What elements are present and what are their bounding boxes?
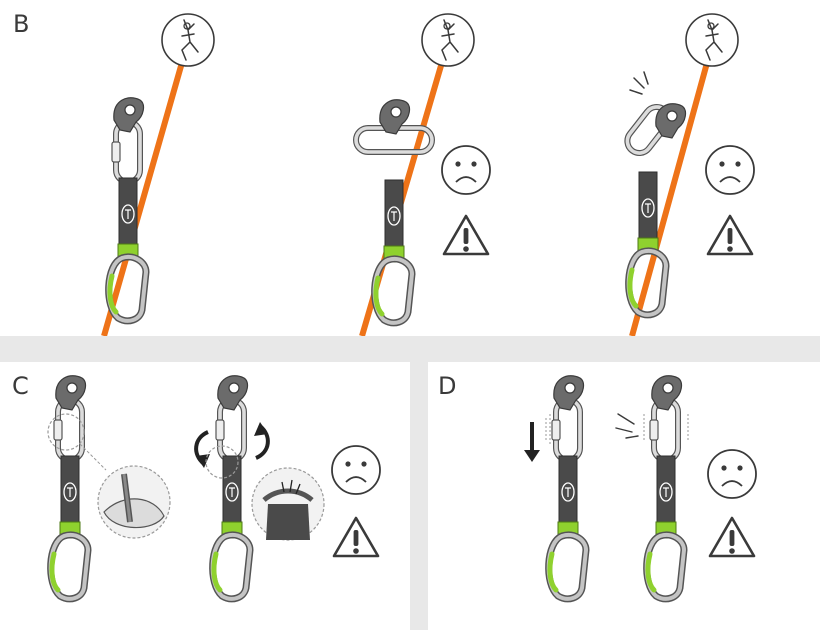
quickdraw-lever — [624, 103, 687, 315]
impact-lines-icon — [629, 71, 649, 95]
panel-d-illustration — [524, 362, 757, 630]
panel-label-b: B — [13, 10, 30, 38]
sad-face-icon — [707, 449, 757, 499]
rope — [101, 51, 188, 336]
warning-triangle-icon — [332, 516, 380, 558]
panel-b: B — [0, 0, 820, 336]
magnifier-circle-icon — [97, 465, 171, 539]
panel-d: D — [428, 362, 820, 630]
rope — [629, 51, 713, 336]
panel-c: C — [0, 362, 410, 630]
detail-callout-marker — [47, 413, 85, 451]
warning-triangle-icon — [706, 214, 754, 256]
warning-triangle-icon — [708, 516, 756, 558]
impact-lines-icon — [615, 413, 639, 439]
quickdraw — [549, 376, 586, 599]
sad-face-icon — [441, 145, 491, 195]
panel-b-illustration — [101, 13, 755, 336]
quickdraw — [51, 376, 88, 599]
panel-label-d: D — [438, 372, 457, 400]
panel-label-c: C — [12, 372, 29, 400]
climber-icon — [685, 13, 739, 67]
quickdraw-crossloaded — [353, 99, 435, 323]
climber-icon — [421, 13, 475, 67]
quickdraw-fallen-keeper — [647, 376, 684, 599]
climber-icon — [161, 13, 215, 67]
sad-face-icon — [331, 445, 381, 495]
warning-triangle-icon — [442, 214, 490, 256]
quickdraw-rotated — [213, 376, 250, 599]
sad-face-icon — [705, 145, 755, 195]
magnifier-circle-icon — [251, 467, 325, 541]
panel-c-illustration — [47, 362, 381, 630]
arrow-down-icon — [524, 422, 540, 462]
rotation-arrows-icon — [194, 422, 270, 468]
